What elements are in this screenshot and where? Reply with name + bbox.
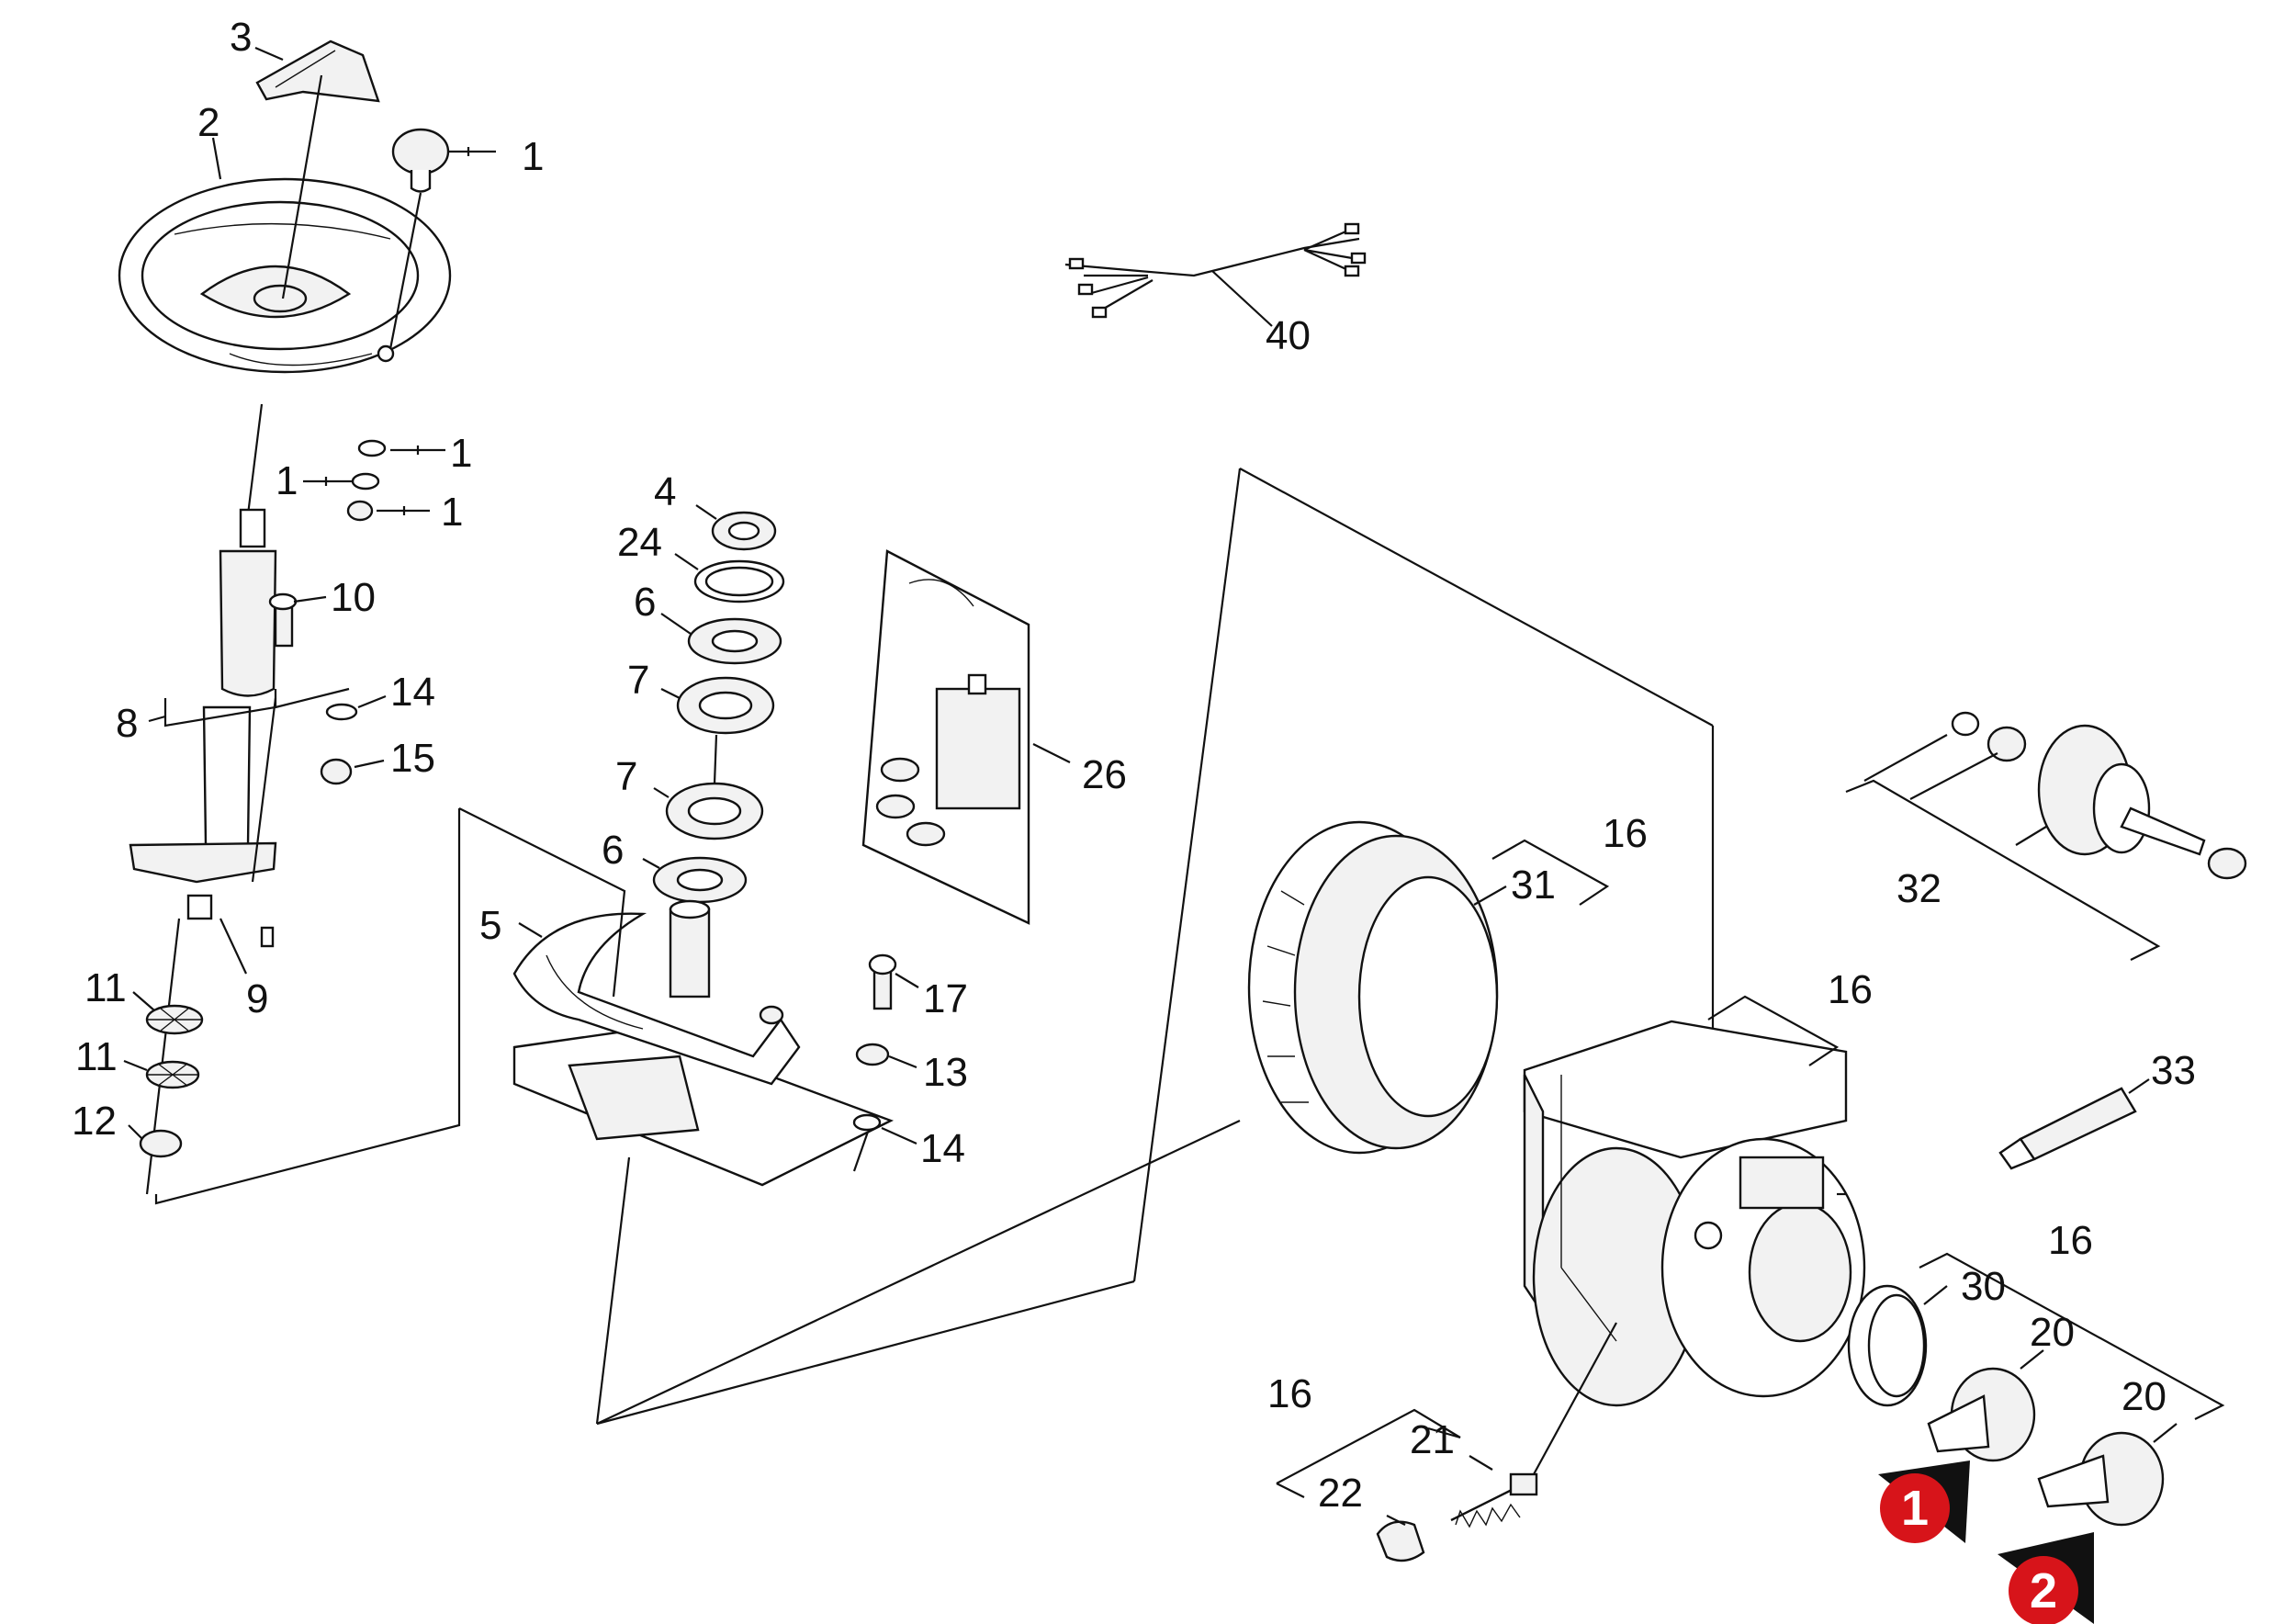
callout-20-upper: 20: [2030, 1310, 2075, 1355]
callout-1-washer-b: 1: [276, 458, 298, 503]
callout-21: 21: [1410, 1417, 1455, 1462]
callout-9: 9: [246, 976, 268, 1021]
badge-2-circle: [2009, 1556, 2078, 1624]
callout-2: 2: [197, 100, 219, 145]
callout-33: 33: [2151, 1048, 2196, 1093]
callout-14-right: 14: [920, 1126, 965, 1171]
callout-24: 24: [617, 520, 662, 565]
retaining-ring: [1847, 1284, 1928, 1407]
brake-variant-2: [2037, 1431, 2165, 1527]
callout-1-nut: 1: [441, 490, 463, 535]
callout-13: 13: [923, 1050, 968, 1095]
callout-4: 4: [654, 469, 676, 514]
callout-16-motor: 16: [1828, 967, 1873, 1012]
callout-16-spring: 16: [1267, 1371, 1312, 1416]
callout-11-upper: 11: [84, 965, 127, 1010]
callout-22: 22: [1318, 1471, 1363, 1516]
callout-10: 10: [331, 575, 376, 620]
callout-7-upper: 7: [627, 658, 649, 703]
grease-tube: [1998, 1087, 2137, 1170]
drive-tire: [1247, 820, 1499, 1155]
callout-12: 12: [72, 1099, 117, 1144]
variant-badge-2: 2: [1998, 1532, 2094, 1624]
callout-6-upper: 6: [634, 580, 656, 625]
steering-knob: [388, 128, 450, 350]
drive-motor-assembly: [1523, 1020, 1866, 1407]
callout-20-lower: 20: [2122, 1374, 2167, 1419]
steering-wheel-cover: [255, 39, 380, 103]
callout-26: 26: [1082, 752, 1127, 797]
badge-2-number: 2: [2030, 1563, 2057, 1618]
callout-15: 15: [390, 736, 435, 781]
spring-cap: [1376, 1520, 1425, 1562]
callout-6-lower: 6: [602, 828, 624, 873]
callout-7-lower: 7: [615, 754, 637, 799]
brake-variant-1: [1927, 1367, 2036, 1462]
callout-14-left: 14: [390, 670, 435, 715]
callout-16-brake: 16: [2048, 1218, 2093, 1263]
pressure-spring: [1450, 1472, 1538, 1528]
callout-5: 5: [479, 903, 501, 948]
badge-1-number: 1: [1901, 1481, 1929, 1536]
wiring-harness: [1064, 222, 1367, 319]
callout-32: 32: [1896, 866, 1941, 911]
callout-3: 3: [230, 15, 252, 60]
pinion-gear-2: [145, 1060, 200, 1089]
callout-16-tire: 16: [1603, 811, 1648, 856]
variant-badge-1: 1: [1878, 1460, 1970, 1543]
callout-8: 8: [116, 701, 138, 746]
callout-40: 40: [1266, 313, 1311, 358]
callout-30: 30: [1961, 1264, 2006, 1309]
callout-11-lower: 11: [75, 1034, 118, 1079]
steering-wheel: [118, 177, 452, 374]
callout-31: 31: [1511, 863, 1556, 908]
pinion-gear-1: [145, 1004, 204, 1035]
badge-1-circle: [1880, 1473, 1950, 1543]
callout-1-knob: 1: [522, 134, 544, 179]
callout-1-washer-a: 1: [450, 431, 472, 476]
steering-column: [129, 508, 277, 920]
reduction-gear: [1951, 711, 2247, 880]
callout-17: 17: [923, 976, 968, 1021]
seal-kit-bag: [861, 549, 1030, 925]
turntable-assembly: [512, 899, 895, 1187]
